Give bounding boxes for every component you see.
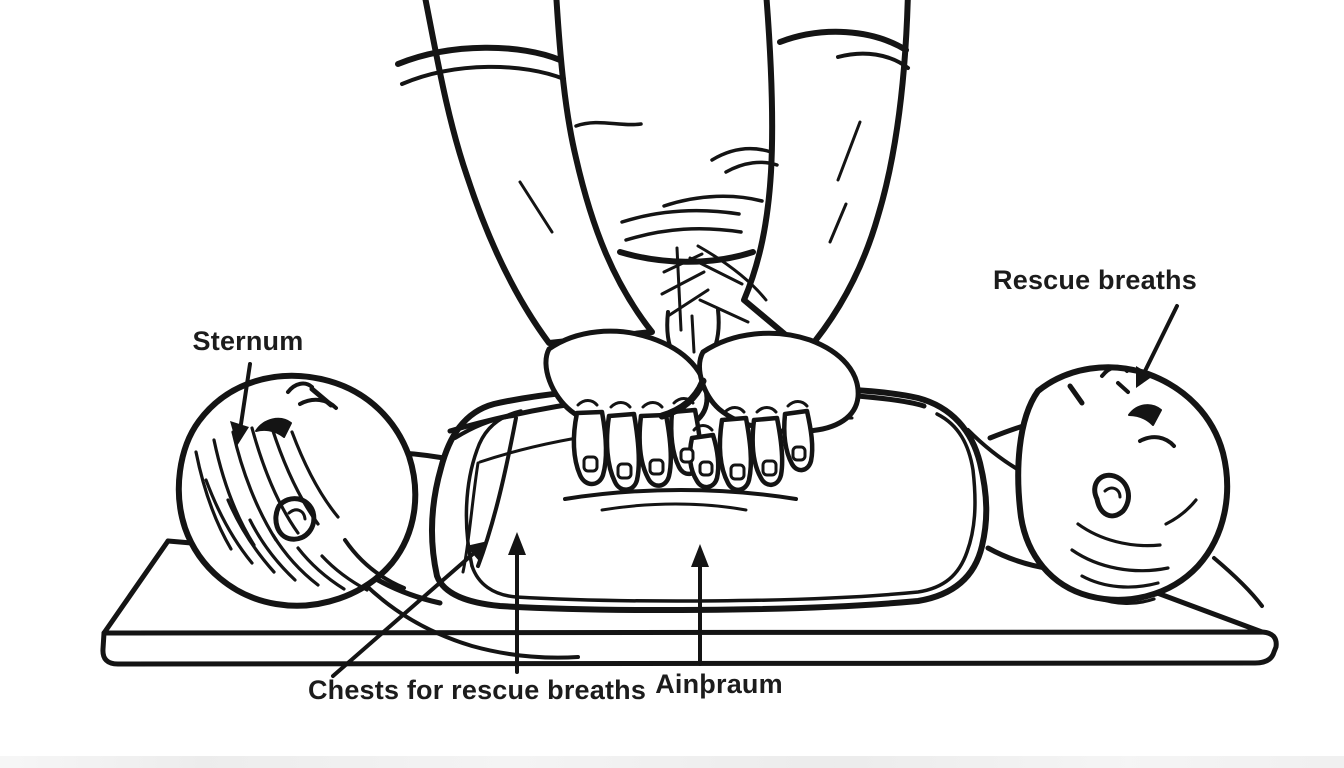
label-chests-for-rescue-breaths: Chests for rescue breaths (307, 675, 647, 705)
right-head-eye (1128, 404, 1162, 426)
left-head-hair (194, 426, 369, 592)
sternum-arrow (230, 362, 252, 446)
chest-arrow-diagonal (331, 541, 488, 678)
left-head-nose (286, 381, 314, 394)
right-head-nose (1100, 364, 1129, 378)
hand-left-palm (543, 328, 710, 436)
right-head-brow (1067, 383, 1085, 406)
compression-crease (563, 488, 798, 501)
right-head-mouth (1138, 435, 1176, 448)
hand-right-knuckles (692, 400, 809, 432)
label-airway: Ainþraum (655, 669, 783, 699)
left-head (175, 372, 419, 609)
right-head (1015, 364, 1264, 608)
label-rescue-breaths: Rescue breaths (993, 265, 1197, 295)
left-sleeve-cuff (395, 44, 563, 67)
fingernails (582, 445, 807, 481)
rescuer (395, 0, 911, 358)
annotation-arrows (230, 304, 1179, 678)
right-sleeve-cuff (777, 28, 909, 53)
rescuer-hands (543, 328, 861, 492)
left-head-mouth (298, 397, 338, 410)
chest-arrow-vertical (508, 532, 526, 674)
rescuer-right-arm (741, 0, 911, 355)
rescue-breaths-arrow (1136, 304, 1179, 388)
airway-arrow (691, 544, 709, 666)
body-to-board-curve (346, 564, 580, 660)
bottom-scan-artifact (0, 756, 1344, 768)
center-hatching (660, 244, 768, 324)
interlocked-thumb (658, 377, 707, 420)
right-head-chin-wrinkles (1070, 498, 1198, 605)
shirt-wrinkles (574, 120, 779, 242)
left-head-ear (273, 496, 317, 542)
label-sternum: Sternum (192, 326, 304, 356)
right-head-ear (1092, 472, 1131, 519)
